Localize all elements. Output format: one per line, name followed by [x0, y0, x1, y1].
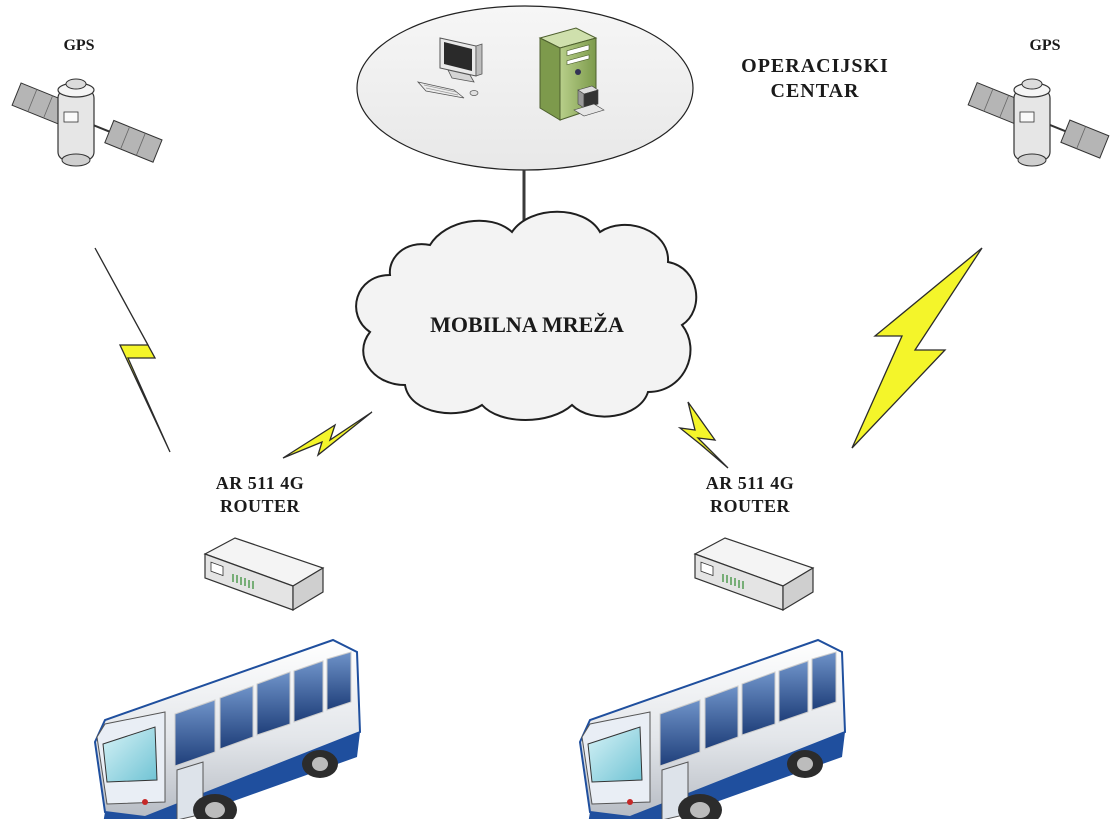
operations-center-label-line1: OPERACIJSKI — [741, 55, 889, 77]
network-label: MOBILNA MREŽA — [430, 312, 624, 337]
router-label-right: AR 511 4G ROUTER — [665, 472, 835, 517]
satellite-icon — [11, 78, 163, 167]
lightning-bolt-icon — [851, 247, 983, 449]
cloud-icon — [355, 210, 698, 421]
operations-center-label: OPERACIJSKI CENTAR — [700, 54, 930, 104]
operations-center-label-line2: CENTAR — [770, 80, 860, 102]
lightning-bolt-icon — [282, 411, 373, 459]
router-icon — [693, 537, 815, 612]
router-label-left-line2: ROUTER — [219, 495, 300, 516]
lightning-bolt-icon — [94, 247, 171, 453]
router-label-right-line2: ROUTER — [709, 495, 790, 516]
router-label-left-line1: AR 511 4G — [215, 473, 305, 493]
router-label-left: AR 511 4G ROUTER — [175, 472, 345, 517]
desktop-computer-icon — [416, 37, 483, 99]
bus-icon — [93, 638, 362, 819]
satellite-icon — [967, 78, 1110, 167]
router-icon — [203, 537, 325, 612]
operations-center — [356, 5, 694, 171]
gps-label-right: GPS — [1029, 37, 1061, 54]
router-label-right-line1: AR 511 4G — [705, 473, 795, 493]
bus-icon — [578, 638, 847, 819]
server-tower-icon — [538, 27, 605, 121]
lightning-bolt-icon — [677, 401, 729, 469]
gps-label-left: GPS — [63, 37, 95, 54]
